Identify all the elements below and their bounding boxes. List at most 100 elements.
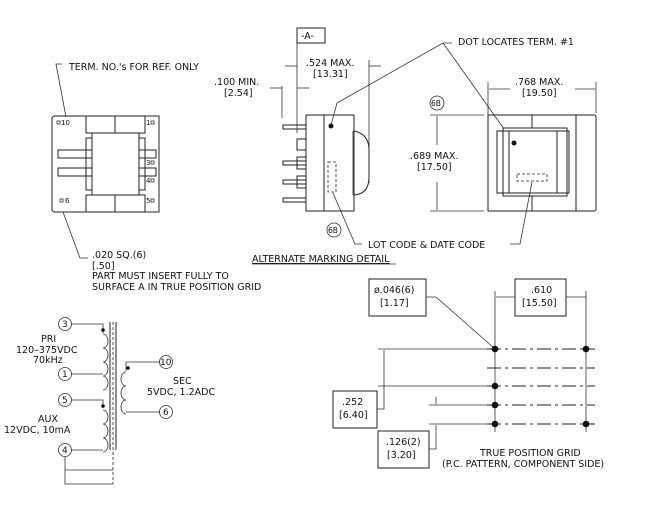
bobbin-outline — [51, 115, 160, 213]
hole-dim-box — [368, 278, 427, 317]
note-pin-size-mm: [.50] — [92, 261, 115, 272]
pin-tab — [138, 149, 157, 159]
hole-diameter: ø.046(6) — [374, 285, 414, 296]
hole — [582, 420, 590, 428]
dim-min-lead: .100 MIN. — [214, 77, 259, 88]
pin-square — [59, 198, 64, 203]
aux-pin-start: 5 — [62, 396, 68, 406]
winding-bulge — [353, 130, 370, 196]
sec-pin-start: 10 — [160, 358, 172, 368]
marker-6b: 6B — [328, 226, 338, 235]
pin-square — [150, 120, 155, 125]
pri-voltage: 120–375VDC — [16, 345, 78, 356]
pin-tab — [57, 167, 93, 177]
pin-circle-6 — [159, 405, 173, 419]
dim-width: .768 MAX. — [515, 77, 563, 88]
datum-a-label: -A- — [301, 31, 314, 42]
dim-leader — [429, 425, 437, 450]
pin-square — [150, 198, 155, 203]
leader-term — [55, 63, 67, 118]
hole-diameter-mm: [1.17] — [380, 298, 409, 309]
hole — [491, 382, 499, 390]
note-term-numbers: TERM. NO.'s FOR REF. ONLY — [68, 62, 199, 73]
hole — [491, 345, 499, 353]
core-window — [91, 132, 140, 196]
leader-dot-end — [442, 42, 515, 144]
term1-dot — [328, 123, 334, 129]
pin-label-1: 1 — [146, 119, 150, 127]
dim-min-lead-mm: [2.54] — [224, 88, 253, 99]
pin-square — [150, 160, 155, 165]
polarity-dot — [126, 366, 130, 370]
marker-6b-end: 6B — [431, 99, 441, 108]
true-position-grid: ø.046(6) [1.17] .610 [15.50] .252 [ — [332, 278, 604, 470]
side-standoff — [296, 138, 307, 151]
schematic: 3 1 PRI 120–375VDC 70kHz 5 4 AUX 12VDC, … — [4, 317, 215, 485]
lot-code-area — [516, 173, 548, 182]
lot-code-area — [327, 161, 337, 193]
side-pin — [282, 160, 307, 166]
col-spacing-box — [514, 278, 567, 317]
core-right-leg — [138, 137, 146, 191]
note-dot-locates: DOT LOCATES TERM. #1 — [458, 37, 574, 48]
row-spacing-mm: [6.40] — [339, 410, 368, 421]
marking-face — [508, 130, 558, 194]
pin-label-3: 3 — [146, 159, 150, 167]
pri-pin-end: 1 — [62, 370, 68, 380]
sec-label: SEC — [173, 376, 192, 387]
dim-depth: .524 MAX. — [306, 58, 354, 69]
end-flange — [576, 114, 597, 212]
polarity-dot — [101, 404, 105, 408]
dim-leader — [377, 385, 385, 410]
pin-square — [150, 178, 155, 183]
side-standoff — [296, 156, 307, 170]
polarity-dot — [101, 328, 105, 332]
grid-subtitle: (P.C. PATTERN, COMPONENT SIDE) — [442, 459, 604, 470]
sec-coil — [120, 371, 127, 415]
note-lot-code: LOT CODE & DATE CODE — [368, 240, 485, 251]
side-body-base — [305, 114, 325, 212]
row-spacing: .252 — [342, 397, 363, 408]
leader-pin-size — [62, 211, 88, 259]
col-spacing: .610 — [531, 285, 552, 296]
pin-label-10: 10 — [61, 119, 70, 127]
side-pin — [282, 197, 307, 203]
sec-rating: 5VDC, 1.2ADC — [147, 387, 215, 398]
sec-pin-end: 6 — [163, 408, 169, 418]
hole — [491, 420, 499, 428]
leader-lot-side — [332, 192, 362, 245]
leader-hole — [426, 296, 495, 349]
aux-pin-end: 4 — [62, 446, 68, 456]
dim-height-mm: [17.50] — [417, 162, 452, 173]
side-pin — [282, 179, 307, 185]
term1-dot — [511, 140, 517, 146]
datum-a-box — [296, 27, 326, 44]
leader-lot-end — [510, 181, 533, 245]
pitch-box — [377, 430, 430, 469]
marker-6b-circle — [326, 222, 342, 238]
note-insert-line1: PART MUST INSERT FULLY TO — [92, 271, 229, 282]
aux-label: AUX — [38, 414, 58, 425]
wire — [71, 399, 104, 408]
pri-coil — [102, 333, 109, 391]
marker-6b-circle — [429, 95, 445, 111]
pin-label-4: 4 — [146, 177, 151, 185]
hole — [491, 401, 499, 409]
dim-depth-mm: [13.31] — [313, 69, 348, 80]
pin-label-5: 5 — [146, 197, 150, 205]
side-body-core — [323, 114, 355, 212]
col-spacing-mm: [15.50] — [522, 298, 557, 309]
row-spacing-box — [332, 390, 378, 429]
aux-coil — [102, 409, 109, 453]
dim-width-mm: [19.50] — [522, 88, 557, 99]
alternate-marking-title: ALTERNATE MARKING DETAIL — [252, 254, 390, 265]
marking-note: LOT CODE & DATE CODE ALTERNATE MARKING D… — [252, 181, 533, 265]
pri-frequency: 70kHz — [33, 355, 63, 366]
pitch: .126(2) — [386, 437, 421, 448]
shield-tie — [64, 457, 113, 485]
side-view: -A- .100 MIN. [2.54] .524 MAX. [13.31] 6… — [214, 27, 381, 238]
top-view: TERM. NO.'s FOR REF. ONLY 10 1 3 4 6 5 .… — [51, 62, 261, 293]
core-left-leg — [85, 137, 93, 191]
pin-tab — [138, 167, 157, 177]
